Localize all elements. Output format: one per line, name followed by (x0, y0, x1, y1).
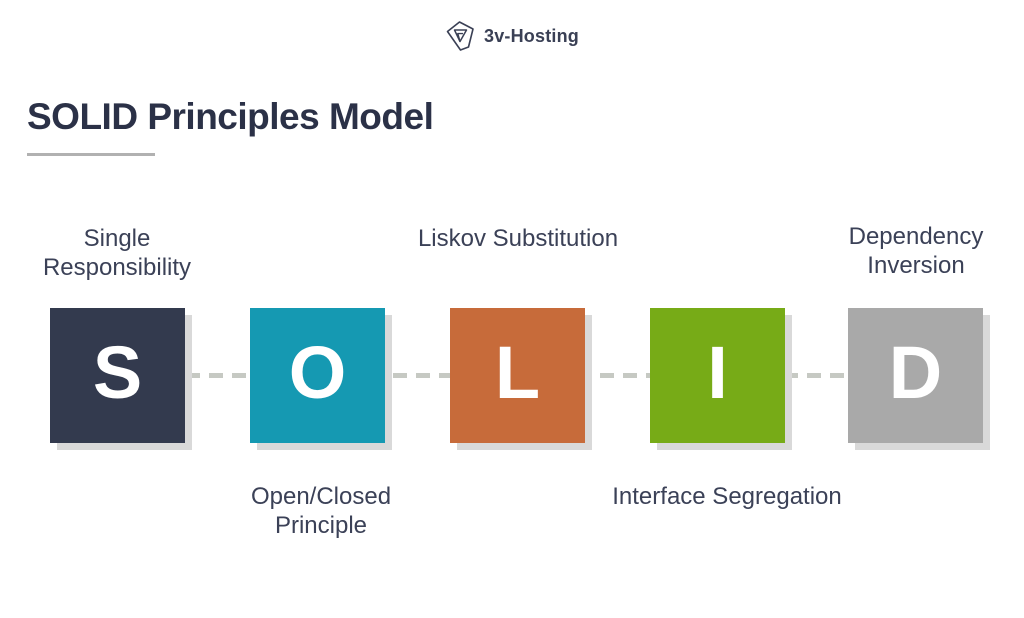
label-interface-segregation: Interface Segregation (612, 483, 842, 510)
title-underline (27, 153, 155, 156)
label-dependency-inversion: Dependency Inversion (848, 223, 984, 279)
tile-o: O (250, 308, 385, 443)
label-single-responsibility: Single Responsibility (42, 225, 192, 281)
tile-letter-o: O (288, 330, 347, 414)
tile-d: D (848, 308, 983, 443)
tile-letter-s: S (92, 330, 143, 414)
gem-icon (445, 20, 476, 52)
brand-logo: 3v-Hosting (0, 20, 1024, 52)
brand-name: 3v-Hosting (483, 25, 579, 46)
label-liskov-substitution: Liskov Substitution (417, 225, 619, 252)
tile-letter-d: D (888, 330, 943, 414)
page-title: SOLID Principles Model (27, 96, 434, 137)
tile-letter-l: L (494, 330, 541, 414)
tile-s: S (50, 308, 185, 443)
label-open-closed-principle: Open/Closed Principle (250, 483, 392, 539)
tile-i: I (650, 308, 785, 443)
tile-l: L (450, 308, 585, 443)
tile-letter-i: I (707, 330, 728, 414)
